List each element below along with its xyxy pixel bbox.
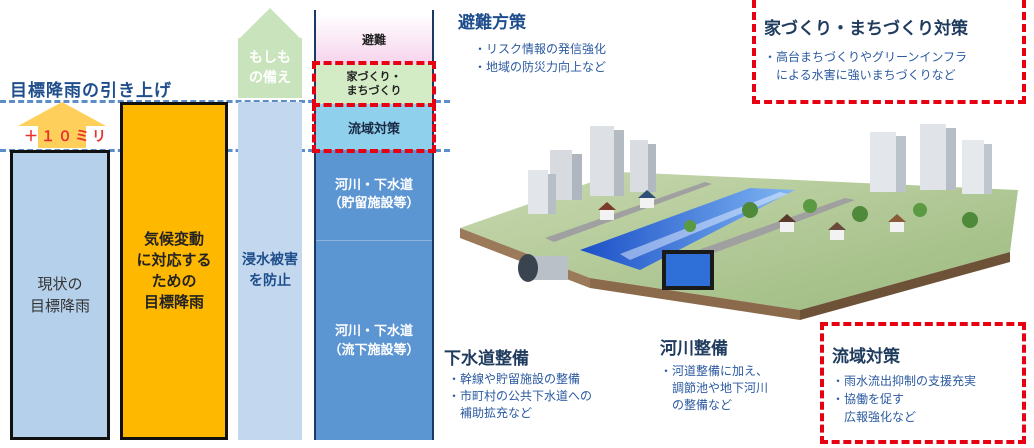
basin-line-1: ・雨水流出抑制の支援充実 [832, 374, 977, 388]
bar-prepare-line1: もしも [249, 50, 291, 66]
sewer-line-2: ・市町村の公共下水道への [448, 389, 593, 403]
bar-climate-line4: 目標降雨 [143, 293, 204, 311]
tower-housing-town: 家づくり・ まちづくり [316, 64, 432, 104]
housing-town-line-2: による水害に強いまちづくりなど [764, 68, 956, 82]
evacuation-item-2: ・地域の防災力向上など [474, 60, 607, 74]
evacuation-item-1: ・リスク情報の発信強化 [474, 42, 607, 56]
tower-basin-measures: 流域対策 [316, 104, 432, 150]
tower-ie-line2: まちづくり [346, 84, 402, 97]
basin-line-3: 広報強化など [832, 410, 917, 424]
tower-evacuation: 避難 [316, 14, 432, 64]
housing-town-line-1: ・高台まちづくりやグリーンインフラ [764, 50, 968, 64]
bar-current-line1: 現状の [37, 275, 83, 293]
bar-climate-line2: に対応する [136, 251, 212, 269]
sewer-line-3: 補助拡充など [448, 406, 533, 420]
tower-highlight-basin [312, 103, 436, 153]
tower-wall-left [314, 10, 316, 440]
river-line-3: の整備など [660, 398, 733, 412]
arrow-up-icon [18, 102, 106, 148]
housing-town-box [752, 0, 1026, 104]
basin-heading: 流域対策 [832, 347, 900, 367]
raise-title: 目標降雨の引き上げ [10, 81, 172, 101]
bar-climate-line1: 気候変動 [143, 230, 204, 248]
evacuation-heading: 避難方策 [458, 13, 526, 33]
bar-prepare-line2: の備え [249, 70, 291, 86]
city-river-illustration [460, 124, 1018, 320]
tower-kasen2-line1: 河川・下水道 [334, 323, 413, 339]
bar-protect-line2: を防止 [249, 273, 291, 289]
tower-river-drainage: 河川・下水道 （流下施設等） [316, 240, 432, 440]
river-line-1: ・河道整備に加え、 [660, 364, 769, 378]
tower-highlight-housing [312, 61, 436, 107]
plus-10mm-label: ＋１０ミリ [24, 129, 109, 145]
housing-town-heading: 家づくり・まちづくり対策 [764, 19, 968, 39]
river-line-2: 調節池や地下河川 [660, 381, 769, 395]
tower-kasen1-line2: （貯留施設等） [328, 196, 420, 211]
tower-kasen1-line1: 河川・下水道 [334, 178, 413, 193]
basin-line-2: ・協働を促す [832, 392, 905, 406]
bar-protect-line1: 浸水被害 [242, 252, 298, 268]
tower-ie-line1: 家づくり・ [346, 70, 402, 83]
target-rain-line [0, 100, 450, 103]
basin-measures-box [820, 322, 1026, 444]
flood-prevention-bar: 浸水被害 を防止 [238, 102, 302, 440]
tower-river-storage: 河川・下水道 （貯留施設等） [316, 150, 432, 240]
sewer-line-1: ・幹線や貯留施設の整備 [448, 372, 581, 386]
prepare-arrow-icon [238, 8, 302, 40]
river-heading: 河川整備 [660, 339, 728, 359]
current-target-rain-bar: 現状の 目標降雨 [10, 150, 110, 440]
bar-climate-line3: ための [151, 272, 197, 290]
prepare-box: もしも の備え [238, 38, 302, 98]
tower-kasen2-line2: （流下施設等） [328, 342, 420, 358]
tower-wall-right [432, 10, 434, 440]
bar-current-line2: 目標降雨 [29, 297, 90, 315]
sewer-heading: 下水道整備 [444, 349, 529, 369]
climate-target-rain-bar: 気候変動 に対応する ための 目標降雨 [120, 102, 228, 440]
